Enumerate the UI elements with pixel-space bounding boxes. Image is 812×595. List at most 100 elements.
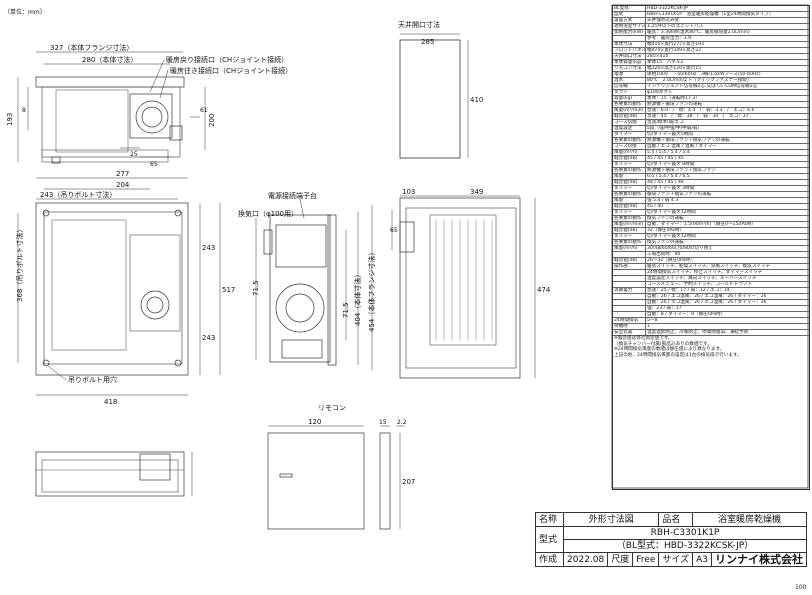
spec-key: 各要素の動作 [613, 216, 646, 221]
spec-key [613, 252, 646, 257]
spec-value: 本体：15（運転時17.3） [647, 96, 700, 101]
spec-value: 暖房スイッチ、乾燥スイッチ、涼風スイッチ、換気スイッチ [647, 264, 771, 269]
spec-key: 安全装置 [613, 330, 646, 335]
page-number: 100 [795, 584, 807, 591]
dim-404-body: 404（本体寸法） [353, 271, 362, 326]
ceiling-opening-label: 天井開口寸法 [398, 20, 440, 29]
spec-row: 騒音値(dB)急速：45 / 標：38 / 弱：34 / エコ：37 [613, 114, 809, 120]
exhaust-port-label: 換気口（φ100用） [238, 209, 298, 218]
spec-row: ダイマー切/ダイマー最大5時間 [613, 132, 809, 138]
plan-view-dims [17, 177, 221, 396]
spec-key: 操作部 [613, 264, 646, 269]
spec-row: 電源単相100V ・50/60Hz 3線/1.5kWアース(50-60Hz) [613, 72, 809, 78]
spec-key [613, 300, 646, 305]
spec-key: 天井開口寸法 [613, 54, 646, 59]
spec-key: 騒音値(dB) [613, 228, 646, 233]
spec-value: 工場出荷時 80 [647, 252, 681, 257]
ceiling-opening-view [399, 33, 469, 159]
remote-view [267, 425, 405, 530]
spec-value: 30/48/60/66/70/80の切り替え [647, 246, 713, 251]
spec-key [613, 282, 646, 287]
spec-row: 本体寸法幅410×奥行277×高さ193 [613, 42, 809, 48]
spec-value: 45 / 40 [647, 204, 664, 209]
item-label: 品名 [658, 512, 694, 527]
spec-key: 各要素の動作 [613, 168, 646, 173]
spec-row: ダイマー切/ダイマー最大12時間 [613, 234, 809, 240]
front-panel-view [399, 197, 521, 379]
spec-value: コースメニュー、予約スイッチ、コールドドラフト [647, 282, 753, 287]
dim-243-lower: 243 [202, 334, 215, 342]
spec-key [613, 312, 646, 317]
spec-value: 5～8 [647, 318, 658, 323]
spec-key: 風量(m³/h) [613, 150, 646, 155]
dim-207: 207 [402, 478, 415, 486]
dim-65: 65 [150, 161, 158, 168]
spec-value: 天井埋め込み式 [647, 18, 680, 23]
dim-103: 103 [402, 188, 415, 196]
spec-value: 幅474×奥行349×高さ22 [647, 48, 702, 53]
spec-value: インテリジェント信号線2芯 又は CC-CDM信号線2芯 [647, 84, 758, 89]
dim-193: 193 [6, 113, 14, 126]
model-line1: RBH-C3301K1P [563, 526, 807, 540]
spec-value: 熱源機＋循環ファン＋換気ファン [647, 168, 716, 173]
spec-row: ダイマー切/ダイマー最大 3時間 [613, 186, 809, 192]
spec-value: 切/ダイマー最大5時間 [647, 132, 693, 137]
dim-517: 517 [222, 286, 235, 294]
spec-key: 電源 [613, 72, 646, 77]
scale-value: Free [632, 552, 660, 567]
spec-row: 騒音値(dB)26～32（静圧0Pa時） [613, 258, 809, 264]
spec-row: 各要素の動作熱源機＋循環ファン＋換気ファン [613, 168, 809, 174]
spec-value: 急速/標準/弱/エコ [647, 120, 684, 125]
spec-row: コースメニュー、予約スイッチ、コールドドラフト [613, 282, 809, 288]
spec-row: 騒音値(dB)45 / 45 / 45 / 45 [613, 156, 809, 162]
dim-285: 285 [421, 38, 434, 46]
dim-454-flange: 454（本体フランジ寸法） [367, 249, 376, 332]
spec-value: 45 / 45 / 45 / 45 [647, 156, 684, 161]
spec-key [613, 270, 646, 275]
dim-bolt-pitch-height: 368（吊りボルト寸法） [15, 226, 24, 302]
spec-value: 幅410×奥行277×高さ193 [647, 42, 704, 47]
spec-value: 強 5.4 / 弱 4.3 [647, 198, 679, 203]
dim-120: 120 [308, 418, 321, 426]
spec-key: 騒音値(dB) [613, 204, 646, 209]
model-label: 型式 [534, 526, 565, 553]
spec-row: 風量(m³/h)5.4 / 5.4 / 5.4 / 5.4 [613, 150, 809, 156]
spec-row: 自動：26 / エコ温風：26 / エコ温風：26 / ダイマー：36 [613, 300, 809, 306]
spec-row: 自動：8 / ダイマー：8（静圧0Pa時） [613, 312, 809, 318]
spec-row: 工場出荷時 80 [613, 252, 809, 258]
spec-value: 暖房：3.30kW(温水80℃、暖房循環量2.0L/min) [647, 30, 750, 35]
top-side-view [35, 76, 185, 164]
spec-key: 適用浴室サイズ [614, 24, 646, 29]
spec-row: 風量(m³/h)30/48/60/66/70/80の切り替え [613, 246, 809, 252]
company-name: リンナイ株式会社 [711, 552, 807, 567]
unit-note: （単位：mm） [4, 8, 46, 16]
spec-key: 設置方式 [613, 18, 646, 23]
spec-note: ※24時間換気風量の数値は静圧値により異なります。 [614, 347, 725, 352]
dim-8: 8 [22, 107, 26, 114]
spec-key: BL型式 [613, 6, 646, 11]
spec-row: 各要素の動作換気ファンの運転 [613, 216, 809, 222]
spec-value: 熱源機・循環ファンの運転 [647, 102, 703, 107]
top-side-dims [17, 51, 206, 162]
spec-value: 5.4 / 5.4 / 5.4 / 5.4 [647, 150, 690, 155]
spec-key: 騒音値(dB) [613, 114, 646, 119]
warm-return-label: 暖房戻り接続口（CHジョイント接続） [166, 55, 288, 64]
spec-value: 切/ダイマー最大 3時間 [647, 186, 695, 191]
hanging-bolt-hole-label: 吊りボルト用穴 [68, 375, 117, 384]
spec-row: 風量(m³/min)急速：6.0 / 標：4.4 / 弱：3.3 / エコ：4.… [613, 108, 809, 114]
spec-value: 強：23 / 弱：17 [647, 306, 682, 311]
spec-key: 質量(kg) [613, 96, 646, 101]
spec-key: 各要素の動作 [613, 240, 646, 245]
spec-value: 自動、ダイマー：1.5(90m³/h)（静圧0～150Pa時） [647, 222, 756, 227]
plan-view [35, 202, 189, 376]
spec-key [613, 306, 646, 311]
spec-value: 切/ダイマー最大12時間 [647, 210, 696, 215]
spec-key: ダイマー [613, 186, 646, 191]
